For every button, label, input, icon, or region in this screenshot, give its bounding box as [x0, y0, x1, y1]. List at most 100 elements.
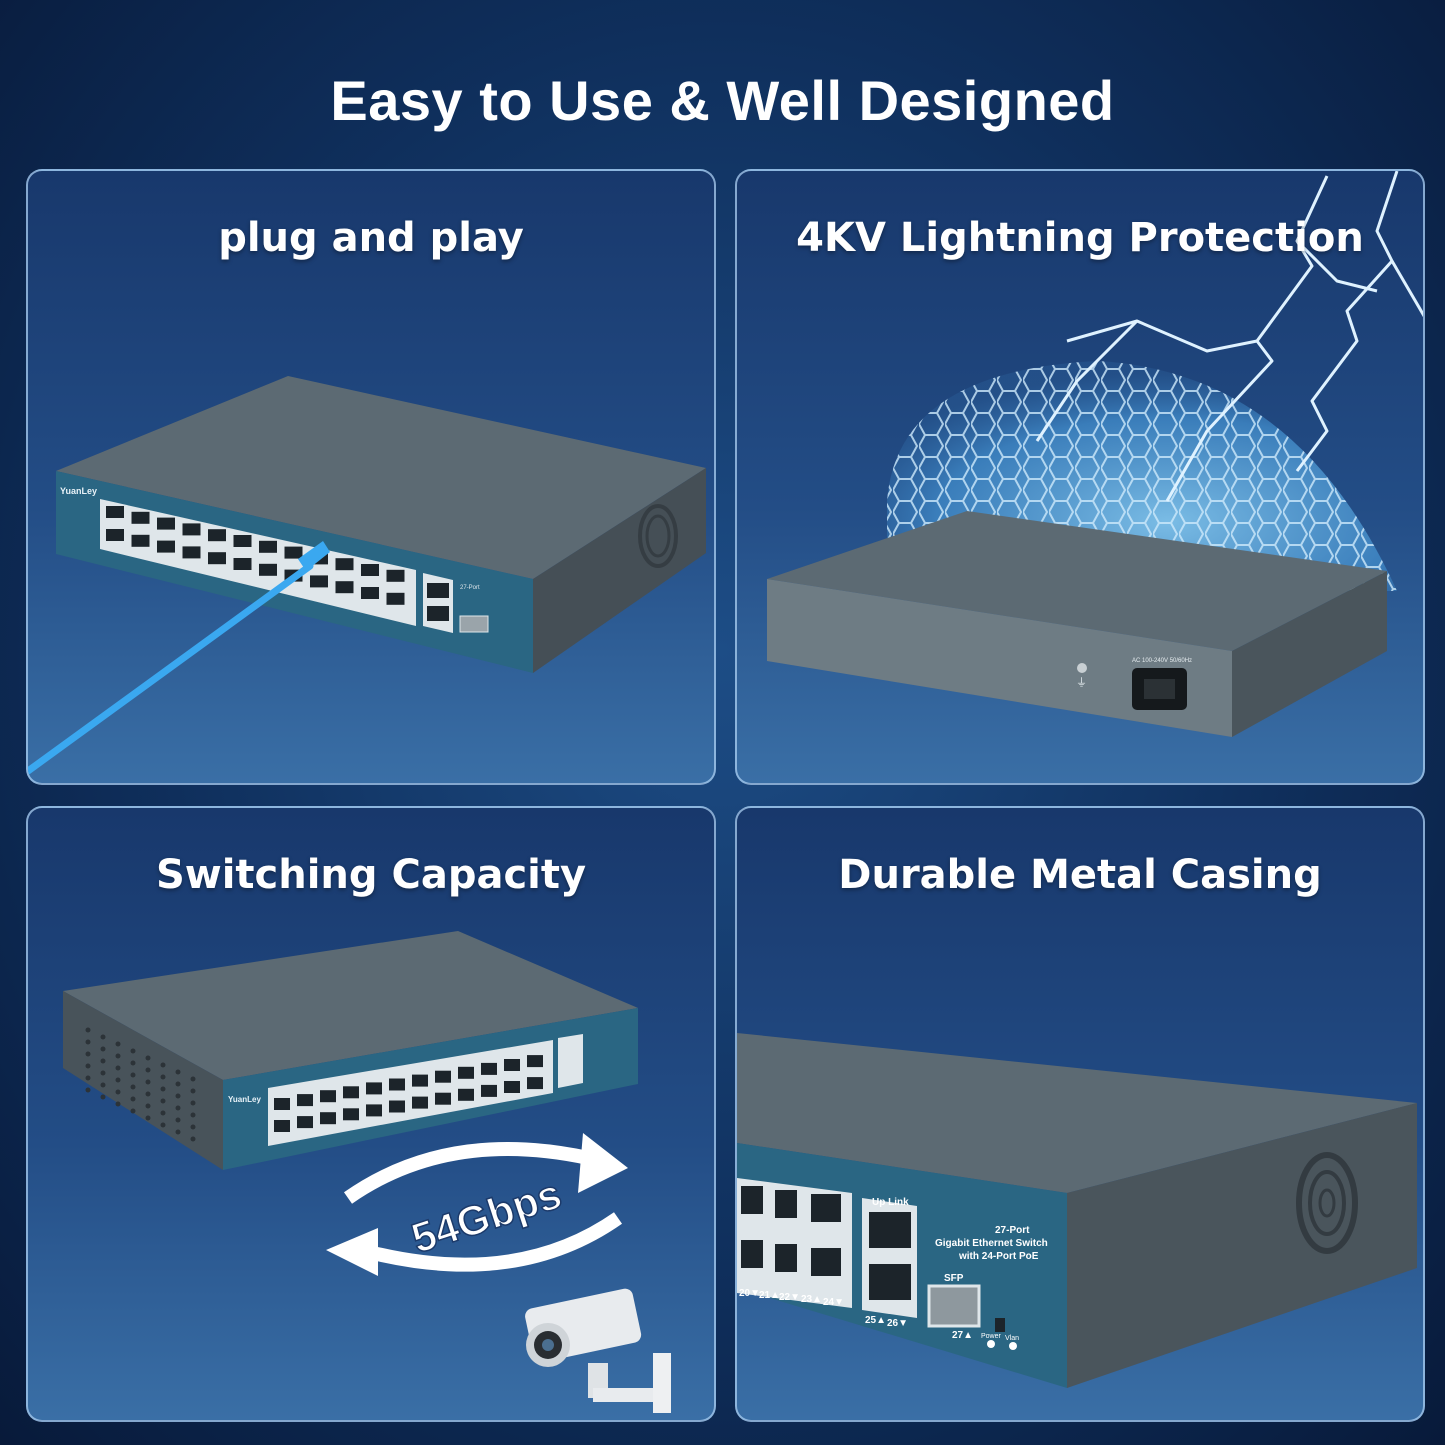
vent-hole: [130, 1108, 136, 1114]
rj45-port: [335, 581, 354, 594]
rj45-port: [343, 1086, 359, 1099]
vent-hole: [160, 1074, 166, 1080]
feature-panel-switching-capacity: Switching Capacity YuanLey 54Gbps: [26, 806, 716, 1422]
feature-title: Durable Metal Casing: [838, 852, 1322, 898]
vent-hole: [130, 1084, 136, 1090]
vent-hole: [175, 1105, 181, 1111]
ethernet-cable: [28, 562, 314, 775]
vent-hole: [145, 1067, 151, 1073]
vent-hole: [130, 1060, 136, 1066]
vent-hole: [175, 1129, 181, 1135]
switch-top-surface: [737, 1033, 1417, 1193]
rj45-port: [320, 1112, 336, 1125]
rj45-port: [131, 511, 150, 524]
rj45-port: [481, 1062, 497, 1075]
rj45-port: [366, 1082, 382, 1095]
feature-panel-metal-casing: Durable Metal Casing 20▼ 21▲ 22▼ 23▲ 24▼…: [735, 806, 1425, 1422]
fan-grille-icon: [1296, 1152, 1358, 1254]
vent-hole: [175, 1093, 181, 1099]
vent-hole: [175, 1069, 181, 1075]
rj45-port: [208, 552, 226, 565]
vent-hole: [190, 1136, 196, 1142]
vent-hole: [100, 1070, 106, 1076]
uplink-ports: [558, 1034, 583, 1088]
vent-hole: [85, 1039, 91, 1045]
sfp-port: [459, 615, 489, 633]
vent-hole: [100, 1046, 106, 1052]
rj45-port: [412, 1096, 428, 1109]
rj45-port: [361, 564, 379, 576]
rj45-port: [366, 1104, 382, 1117]
rj45-port: [106, 506, 124, 518]
rj45-port: [182, 546, 201, 559]
vent-hole: [130, 1096, 136, 1102]
rj45-port: [361, 587, 379, 599]
brand-label: YuanLey: [228, 1095, 261, 1104]
feature-panel-lightning-protection: 4KV Lightning Protection: [735, 169, 1425, 785]
port-label: 27▲: [952, 1330, 973, 1341]
lightning-shield-illustration: AC 100-240V 50/60Hz ⏚: [767, 171, 1423, 737]
port-label: 24▼: [823, 1297, 844, 1308]
rj45-port: [259, 563, 277, 576]
rj45-plug-icon: [298, 541, 330, 571]
rj45-port: [435, 1092, 451, 1105]
rj45-port: [389, 1078, 405, 1091]
vent-hole: [115, 1065, 121, 1071]
vent-hole: [100, 1094, 106, 1100]
rj45-port: [208, 529, 226, 542]
product-label-line3: with 24-Port PoE: [958, 1251, 1039, 1262]
feature-title: 4KV Lightning Protection: [796, 215, 1364, 261]
product-label-line1: 27-Port: [995, 1225, 1030, 1236]
rj45-port: [504, 1081, 520, 1093]
vent-hole: [100, 1082, 106, 1088]
vlan-led-icon: [1009, 1342, 1017, 1350]
refresh-arrow-icon: [343, 1142, 590, 1204]
rj45-port: [297, 1094, 313, 1107]
switch-top-surface: [63, 931, 638, 1080]
vent-hole: [190, 1100, 196, 1106]
rj45-port: [106, 529, 124, 541]
vent-hole: [85, 1063, 91, 1069]
product-label: 27-Port: [460, 585, 480, 591]
rj45-port: [320, 1090, 336, 1103]
rj45-port-block: [100, 499, 416, 626]
vent-hole: [190, 1112, 196, 1118]
power-led-label: Power: [981, 1333, 1002, 1340]
rj45-port: [386, 569, 405, 582]
vent-hole: [175, 1117, 181, 1123]
vent-hole: [115, 1101, 121, 1107]
fan-grille-icon: [638, 504, 678, 568]
power-rating-label: AC 100-240V 50/60Hz: [1132, 658, 1192, 664]
vent-hole: [85, 1051, 91, 1057]
rj45-port: [504, 1059, 520, 1071]
switch-side-panel: [1232, 571, 1387, 737]
uplink-label: Up Link: [872, 1197, 909, 1208]
vent-hole: [85, 1027, 91, 1033]
lightning-bolt-icon: [1035, 171, 1423, 502]
feature-title: plug and play: [218, 215, 524, 261]
vent-hole: [145, 1079, 151, 1085]
vent-hole: [145, 1103, 151, 1109]
rj45-port: [297, 1116, 313, 1129]
port-label: 23▲: [801, 1294, 822, 1305]
vent-hole: [85, 1087, 91, 1093]
rj45-port: [310, 575, 328, 588]
vlan-led-label: Vlan: [1005, 1335, 1019, 1342]
port-label: 25▲: [865, 1315, 886, 1326]
rj45-port: [412, 1074, 428, 1087]
rj45-port: [481, 1084, 497, 1097]
vent-hole: [160, 1086, 166, 1092]
switch-top-surface: [56, 376, 706, 579]
rj45-port: [259, 540, 277, 553]
rj45-port: [157, 517, 175, 530]
rj45-port: [157, 540, 175, 553]
vent-hole: [190, 1076, 196, 1082]
vent-hole: [190, 1124, 196, 1130]
rj45-port: [335, 558, 354, 571]
rj45-port: [233, 535, 252, 547]
port-label: 21▲: [759, 1290, 780, 1301]
port-label: 20▼: [739, 1288, 760, 1299]
switch-front-illustration: YuanLey 27-Port: [28, 376, 706, 775]
switch-capacity-illustration: YuanLey 54Gbps: [63, 931, 671, 1413]
vent-hole: [145, 1055, 151, 1061]
